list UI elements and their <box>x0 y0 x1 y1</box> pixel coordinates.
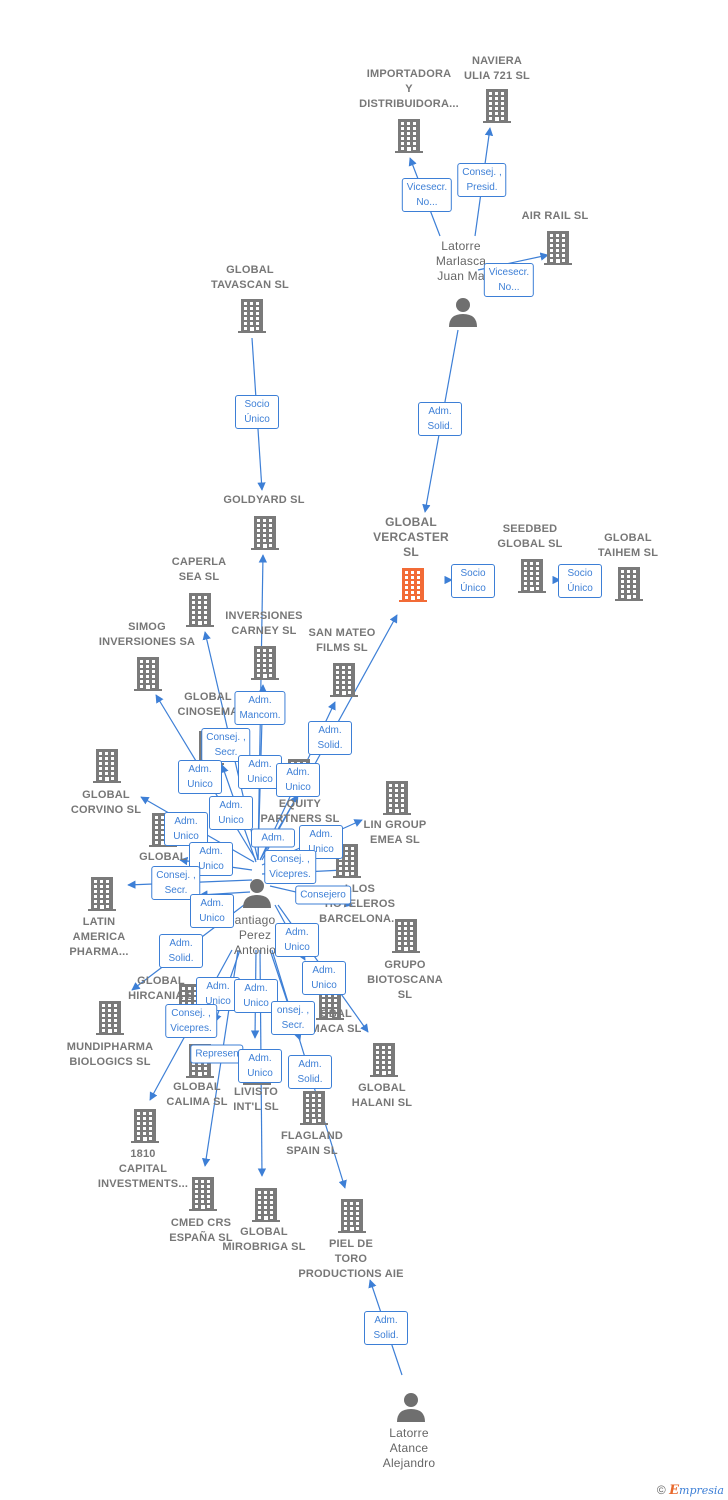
company-label-farmaca[interactable]: OBAL MACA SL <box>310 1008 362 1035</box>
company-label-calima[interactable]: GLOBAL CALIMA SL <box>166 1081 228 1108</box>
company-label-vercaster[interactable]: GLOBAL VERCASTER SL <box>373 515 449 559</box>
edge-role-label[interactable]: Consej. , Vicepres. <box>165 1004 217 1038</box>
building-icon <box>395 119 423 153</box>
building-icon <box>518 559 546 593</box>
edge-role-label[interactable]: Adm. Solid. <box>288 1055 332 1089</box>
edge-role-label[interactable]: Adm. Unico <box>302 961 346 995</box>
edge-role-label[interactable]: Adm. Unico <box>190 894 234 928</box>
building-icon <box>483 89 511 123</box>
edge-role-label[interactable]: Adm. Unico <box>209 796 253 830</box>
building-icon <box>252 1188 280 1222</box>
building-icon <box>383 781 411 815</box>
brand-initial: E <box>669 1483 680 1498</box>
company-label-goldyard[interactable]: GOLDYARD SL <box>223 494 305 506</box>
edge-role-label[interactable]: Adm. Unico <box>189 842 233 876</box>
person-icon <box>243 879 271 908</box>
edge-role-label[interactable]: Adm. Unico <box>275 923 319 957</box>
edge-role-label[interactable]: Represen <box>190 1044 244 1064</box>
building-icon <box>186 593 214 627</box>
copyright-symbol: © <box>656 1483 666 1497</box>
company-label-importadora[interactable]: IMPORTADORA Y DISTRIBUIDORA... <box>359 68 459 110</box>
company-label-capital1810[interactable]: 1810 CAPITAL INVESTMENTS... <box>97 1148 189 1190</box>
company-label-corvino[interactable]: GLOBAL CORVINO SL <box>70 789 142 816</box>
edge-role-label[interactable]: Adm. Unico <box>234 979 278 1013</box>
building-icon <box>251 516 279 550</box>
edge-line <box>259 794 299 861</box>
edge-role-label[interactable]: Adm. <box>251 828 295 848</box>
building-icon <box>544 231 572 265</box>
company-label-flagland[interactable]: FLAGLAND SPAIN SL <box>280 1130 344 1157</box>
company-label-tavascan[interactable]: GLOBAL TAVASCAN SL <box>211 264 289 291</box>
edge-role-label[interactable]: Adm. Solid. <box>159 934 203 968</box>
company-label-airrail[interactable]: AIR RAIL SL <box>521 210 589 222</box>
building-icon <box>330 663 358 697</box>
edge-role-label[interactable]: Adm. Unico <box>164 812 208 846</box>
edge-role-label[interactable]: Consej. , Presid. <box>457 163 507 197</box>
company-label-lingroup[interactable]: LIN GROUP EMEA SL <box>363 819 427 846</box>
edge-role-label[interactable]: Adm. Unico <box>178 760 222 794</box>
building-icon <box>134 657 162 691</box>
edge-role-label[interactable]: Socio Único <box>558 564 602 598</box>
company-label-halani[interactable]: GLOBAL HALANI SL <box>351 1082 413 1109</box>
brand-footer: © Empresia <box>657 1483 724 1498</box>
company-label-hoteleros[interactable]: LLOS HOTELEROS BARCELONA... <box>319 883 401 925</box>
edge-role-label[interactable]: Adm. Unico <box>238 755 282 789</box>
edge-role-label[interactable]: Socio Único <box>451 564 495 598</box>
company-label-biotoscana[interactable]: GRUPO BIOTOSCANA SL <box>367 959 443 1001</box>
company-label-livisto[interactable]: LIVISTO INT'L SL <box>233 1086 279 1113</box>
edge-role-label[interactable]: Consej. , Vicepres. <box>264 850 316 884</box>
edge-role-label[interactable]: Adm. Mancom. <box>234 691 286 725</box>
building-icon <box>238 299 266 333</box>
edge-role-label[interactable]: Adm. Solid. <box>364 1311 408 1345</box>
company-label-mirobriga[interactable]: GLOBAL MIROBRIGA SL <box>222 1226 306 1253</box>
company-label-caperla[interactable]: CAPERLA SEA SL <box>171 556 227 583</box>
company-label-pieldetoro[interactable]: PIEL DE TORO PRODUCTIONS AIE <box>298 1238 404 1280</box>
edge-role-label[interactable]: Consejero <box>295 885 351 905</box>
building-icon <box>370 1043 398 1077</box>
building-icon <box>189 1177 217 1211</box>
building-icon <box>338 1199 366 1233</box>
building-icon <box>96 1001 124 1035</box>
company-label-naviera[interactable]: NAVIERA ULIA 721 SL <box>464 55 530 82</box>
company-label-sanmateo[interactable]: SAN MATEO FILMS SL <box>308 627 376 654</box>
company-label-simog[interactable]: SIMOG INVERSIONES SA <box>98 621 196 648</box>
company-label-seedbed[interactable]: SEEDBED GLOBAL SL <box>497 523 563 550</box>
edge-role-label[interactable]: Vicesecr. No... <box>401 178 453 212</box>
edge-role-label[interactable]: onsej. , Secr. <box>271 1001 315 1035</box>
building-icon <box>399 568 427 602</box>
edge-role-label[interactable]: Adm. Solid. <box>418 402 462 436</box>
brand-logo: Empresia <box>669 1483 724 1498</box>
edge-role-label[interactable]: Adm. Unico <box>276 763 320 797</box>
building-icon <box>93 749 121 783</box>
building-icon <box>251 646 279 680</box>
company-label-mundipharma[interactable]: MUNDIPHARMA BIOLOGICS SL <box>66 1041 154 1068</box>
person-label-santiago[interactable]: antiago Perez Antonio <box>233 913 277 957</box>
company-label-cinosema[interactable]: GLOBAL CINOSEMA <box>177 691 239 718</box>
company-label-latin[interactable]: LATIN AMERICA PHARMA... <box>69 916 129 958</box>
company-label-cmed[interactable]: CMED CRS ESPAÑA SL <box>169 1217 233 1244</box>
company-label-taihem[interactable]: GLOBAL TAIHEM SL <box>597 532 659 559</box>
building-icon <box>300 1091 328 1125</box>
company-label-equity[interactable]: EQUITY PARTNERS SL <box>260 798 340 825</box>
company-label-carney[interactable]: INVERSIONES CARNEY SL <box>225 610 303 637</box>
building-icon <box>131 1109 159 1143</box>
building-icon <box>392 919 420 953</box>
edge-role-label[interactable]: Adm. Unico <box>238 1049 282 1083</box>
building-icon <box>615 567 643 601</box>
brand-name: mpresia <box>679 1484 724 1497</box>
company-label-hircania[interactable]: GLOBAL HIRCANIA S <box>128 975 194 1002</box>
building-icon <box>88 877 116 911</box>
person-label-marlasca[interactable]: Latorre Marlasca Juan Ma <box>435 239 487 283</box>
edge-role-label[interactable]: Vicesecr. No... <box>483 263 535 297</box>
edge-role-label[interactable]: Adm. Solid. <box>308 721 352 755</box>
person-icon <box>397 1393 425 1422</box>
person-label-atance[interactable]: Latorre Atance Alejandro <box>382 1426 436 1470</box>
edge-role-label[interactable]: Socio Único <box>235 395 279 429</box>
person-icon <box>449 298 477 327</box>
